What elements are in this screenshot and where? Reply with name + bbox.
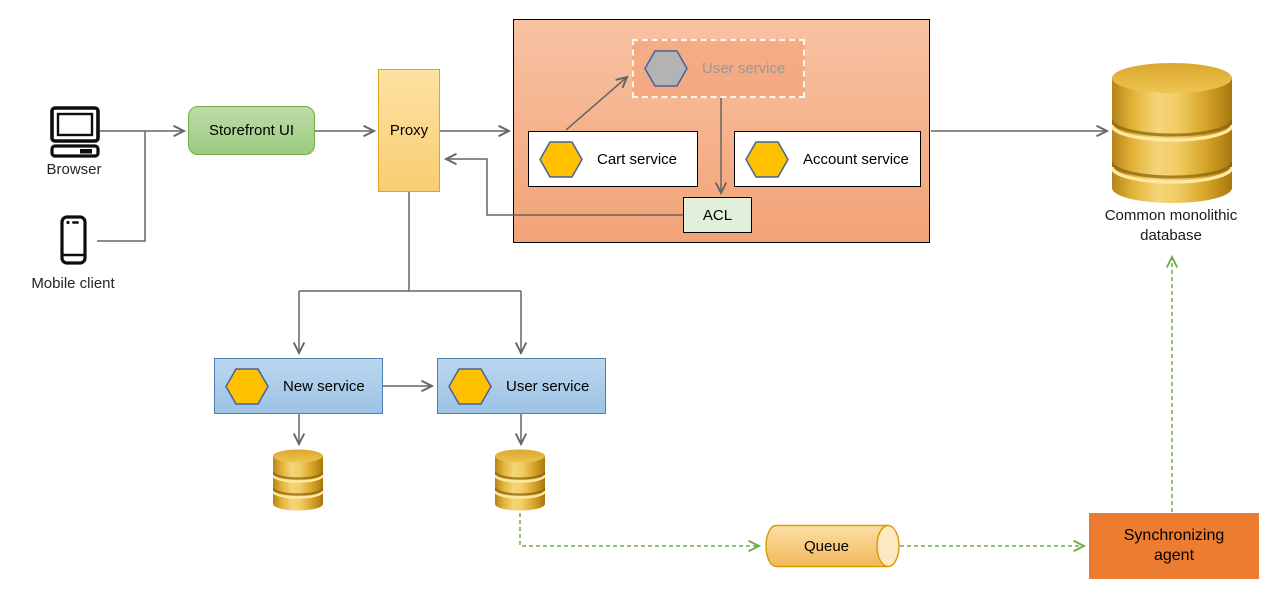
legacy-user-service-node: User service — [632, 39, 805, 98]
acl-label: ACL — [702, 206, 733, 224]
queue-cylinder-icon — [765, 524, 900, 568]
proxy-label: Proxy — [389, 122, 429, 139]
new-service-node: New service — [214, 358, 383, 414]
account-service-label: Account service — [803, 150, 909, 168]
connector-proxy-branch — [299, 192, 521, 292]
mobile-client-label: Mobile client — [31, 275, 115, 292]
storefront-ui-label: Storefront UI — [208, 122, 295, 139]
monolith-database-label: Common monolithic database — [1104, 207, 1238, 244]
arrow-userdb-to-queue — [519, 513, 762, 553]
browser-label: Browser — [46, 161, 102, 178]
hexagon-icon — [448, 367, 492, 405]
sync-agent-node: Synchronizing agent — [1089, 513, 1259, 579]
proxy-node: Proxy — [378, 69, 440, 192]
cart-service-label: Cart service — [597, 150, 678, 168]
storefront-ui-node: Storefront UI — [188, 106, 315, 155]
new-service-label: New service — [283, 377, 365, 395]
sync-agent-label: Synchronizing agent — [1123, 527, 1225, 564]
user-service-label: User service — [506, 377, 590, 395]
hexagon-icon — [644, 50, 688, 87]
hexagon-icon — [745, 140, 789, 178]
desktop-computer-icon — [50, 106, 100, 158]
smartphone-icon — [60, 215, 87, 265]
queue-label: Queue — [803, 537, 850, 555]
acl-node: ACL — [683, 197, 752, 233]
account-service-node: Account service — [734, 131, 921, 187]
user-service-node: User service — [437, 358, 606, 414]
monolith-database-icon — [1112, 63, 1232, 203]
hexagon-icon — [539, 140, 583, 178]
connector-mobile-to-junction — [97, 131, 146, 242]
user-service-database-icon — [495, 449, 545, 511]
hexagon-icon — [225, 367, 269, 405]
cart-service-node: Cart service — [528, 131, 698, 187]
new-service-database-icon — [273, 449, 323, 511]
legacy-user-service-label: User service — [702, 60, 786, 77]
